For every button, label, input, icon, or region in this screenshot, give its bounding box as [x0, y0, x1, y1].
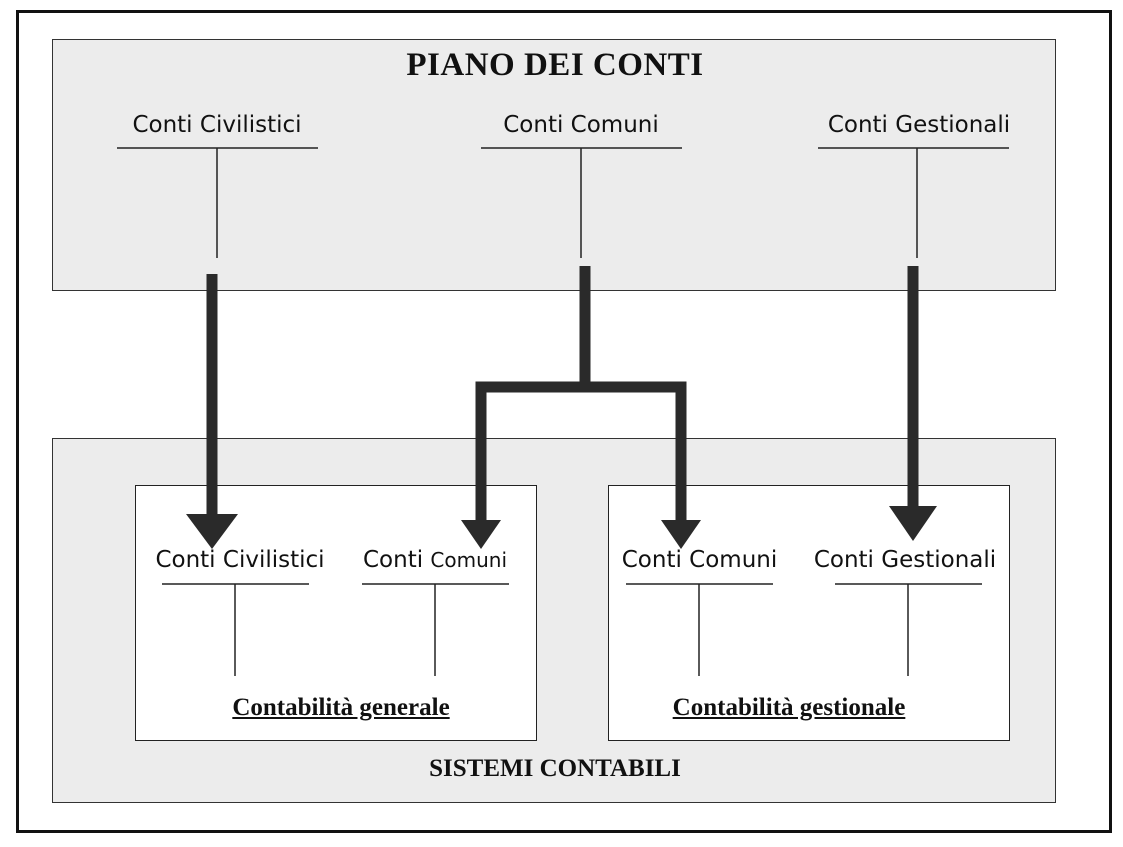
gen-conti-comuni-word2: Comuni — [430, 548, 508, 572]
top-conti-comuni-label: Conti Comuni — [503, 112, 659, 138]
top-conti-civilistici-label: Conti Civilistici — [132, 112, 302, 138]
gen-conti-comuni-word1: Conti — [362, 547, 424, 573]
gest-conti-gestionali-label: Conti Gestionali — [813, 547, 997, 573]
gen-conti-civilistici-label: Conti Civilistici — [155, 547, 325, 573]
contabilita-generale-label: Contabilità generale — [232, 694, 450, 721]
sistemi-contabili-title: SISTEMI CONTABILI — [429, 755, 681, 782]
piano-dei-conti-title: PIANO DEI CONTI — [406, 47, 704, 83]
top-conti-gestionali-label: Conti Gestionali — [827, 112, 1011, 138]
contabilita-gestionale-label: Contabilità gestionale — [672, 694, 906, 721]
piano-dei-conti-panel — [52, 39, 1056, 291]
gen-conti-comuni-label: Conti Comuni — [350, 547, 520, 573]
gest-conti-comuni-label: Conti Comuni — [621, 547, 778, 573]
